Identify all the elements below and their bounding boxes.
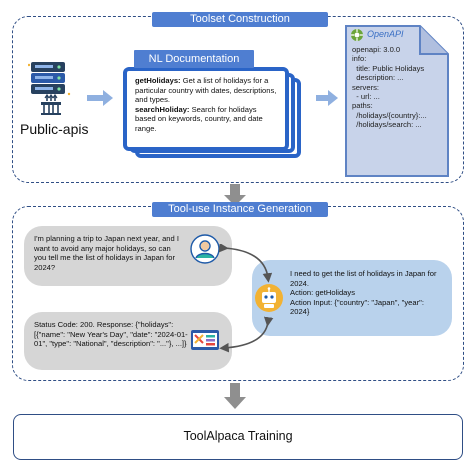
- robot-icon: [254, 283, 284, 313]
- arrow-down-2: [224, 383, 246, 409]
- doc-item2-desc: Search for holidays based on keywords, c…: [135, 104, 263, 133]
- user-message-text: I'm planning a trip to Japan next year, …: [34, 234, 179, 272]
- doc-item1-name: getHolidays:: [135, 76, 181, 85]
- nl-doc-text: getHolidays: Get a list of holidays for …: [135, 76, 277, 134]
- toolset-construction-title: Toolset Construction: [152, 12, 328, 27]
- openapi-label: OpenAPI: [367, 29, 404, 39]
- arrow-down-1: [224, 184, 246, 206]
- conversation-arrows: [214, 242, 284, 354]
- assistant-message-bubble: I need to get the list of holidays in Ja…: [252, 260, 452, 336]
- doc-item1-desc: Get a list of holidays for a particular …: [135, 76, 277, 105]
- toolalpaca-training-title: ToolAlpaca Training: [183, 429, 293, 443]
- openapi-spec-text: openapi: 3.0.0 info: title: Public Holid…: [352, 45, 427, 130]
- toolalpaca-training-box: [13, 414, 463, 460]
- openapi-logo-icon: [350, 28, 364, 42]
- nl-doc-title: NL Documentation: [134, 50, 254, 68]
- assistant-message-text: I need to get the list of holidays in Ja…: [290, 269, 437, 317]
- public-apis-label: Public-apis: [20, 121, 89, 137]
- arrow-right-1: [87, 90, 113, 106]
- instance-generation-title: Tool-use Instance Generation: [152, 202, 328, 217]
- doc-item2-name: searchHoliday:: [135, 104, 190, 114]
- tool-response-text: Status Code: 200. Response: {"holidays":…: [34, 320, 188, 349]
- server-icon: [27, 61, 72, 117]
- arrow-right-2: [316, 90, 338, 106]
- user-avatar-icon: [190, 234, 220, 264]
- nl-doc-card: getHolidays: Get a list of holidays for …: [123, 67, 289, 151]
- hierarchy-icon: [40, 93, 62, 115]
- toolbox-icon: [190, 326, 220, 354]
- document-icon: [344, 24, 450, 178]
